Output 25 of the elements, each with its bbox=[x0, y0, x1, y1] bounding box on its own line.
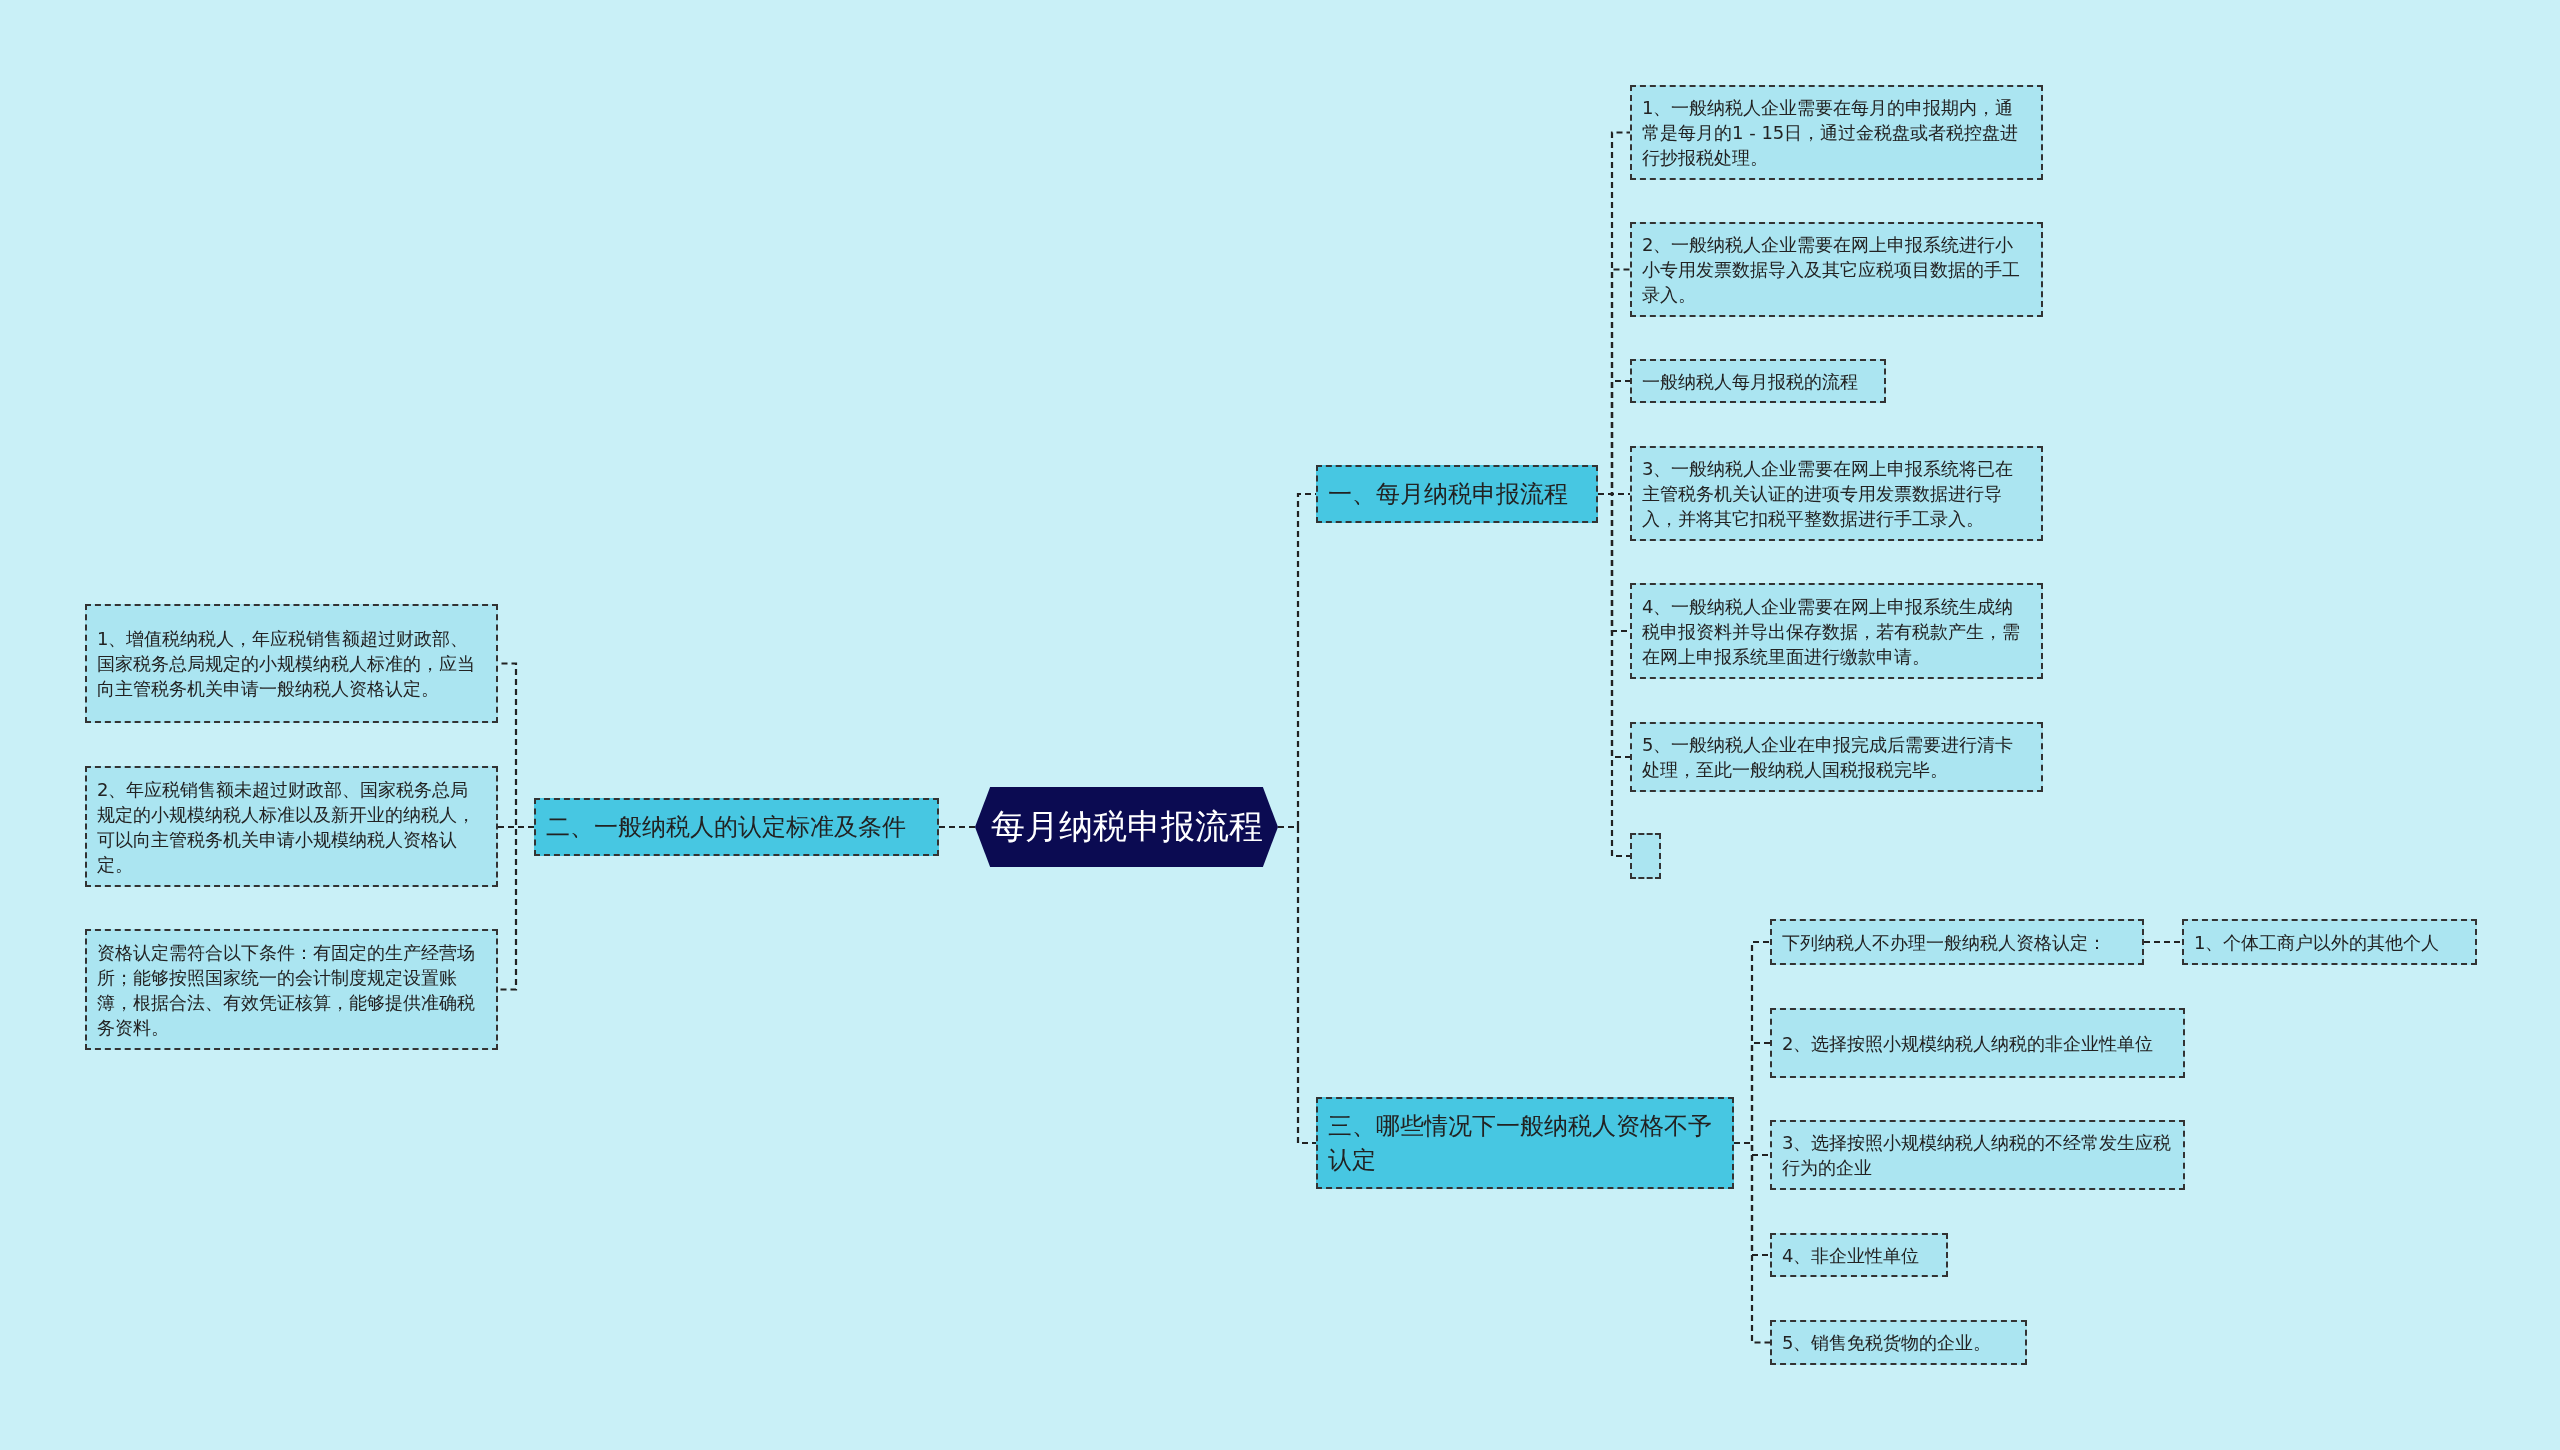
subtopic-box: 资格认定需符合以下条件：有固定的生产经营场所；能够按照国家统一的会计制度规定设置账簿，根据合法、有效凭证核算，能够提供准确税务资料。 bbox=[85, 929, 498, 1050]
empty-box bbox=[1630, 833, 1661, 879]
connector-line bbox=[498, 825, 534, 991]
topic-box: 三、哪些情况下一般纳税人资格不予认定 bbox=[1316, 1097, 1734, 1189]
subtopic-box: 4、一般纳税人企业需要在网上申报系统生成纳税申报资料并导出保存数据，若有税款产生，需在网上申报系统里面进行缴款申请。 bbox=[1630, 583, 2043, 679]
subtopic-box: 3、选择按照小规模纳税人纳税的不经常发生应税行为的企业 bbox=[1770, 1120, 2185, 1190]
subtopic-box: 2、年应税销售额未超过财政部、国家税务总局规定的小规模纳税人标准以及新开业的纳税人，可以向主管税务机关申请小规模纳税人资格认定。 bbox=[85, 766, 498, 887]
subtopic-box: 1、增值税纳税人，年应税销售额超过财政部、国家税务总局规定的小规模纳税人标准的，应当向主管税务机关申请一般纳税人资格认定。 bbox=[85, 604, 498, 723]
subtopic-box: 一般纳税人每月报税的流程 bbox=[1630, 359, 1886, 403]
subtopic-box: 3、一般纳税人企业需要在网上申报系统将已在主管税务机关认证的进项专用发票数据进行导入，并将其它扣税平整数据进行手工录入。 bbox=[1630, 446, 2043, 541]
connector-line bbox=[939, 825, 975, 829]
subtopic-box: 5、销售免税货物的企业。 bbox=[1770, 1320, 2027, 1365]
subtopic-box: 2、选择按照小规模纳税人纳税的非企业性单位 bbox=[1770, 1008, 2185, 1078]
subtopic-box: 1、一般纳税人企业需要在每月的申报期内，通常是每月的1 - 15日，通过金税盘或者税控盘进行抄报税处理。 bbox=[1630, 85, 2043, 180]
subtopic-box: 1、个体工商户以外的其他个人 bbox=[2182, 919, 2477, 965]
subtopic-box: 下列纳税人不办理一般纳税人资格认定： bbox=[1770, 919, 2144, 965]
topic-box: 一、每月纳税申报流程 bbox=[1316, 465, 1598, 523]
connector-line bbox=[1734, 1141, 1770, 1344]
connector-line bbox=[2144, 940, 2182, 944]
connector-line bbox=[1278, 825, 1316, 1145]
subtopic-box: 4、非企业性单位 bbox=[1770, 1233, 1948, 1277]
subtopic-box: 2、一般纳税人企业需要在网上申报系统进行小小专用发票数据导入及其它应税项目数据的手工录入。 bbox=[1630, 222, 2043, 317]
topic-box: 二、一般纳税人的认定标准及条件 bbox=[534, 798, 939, 856]
subtopic-box: 5、一般纳税人企业在申报完成后需要进行清卡处理，至此一般纳税人国税报税完毕。 bbox=[1630, 722, 2043, 792]
connector-line bbox=[1598, 492, 1630, 858]
